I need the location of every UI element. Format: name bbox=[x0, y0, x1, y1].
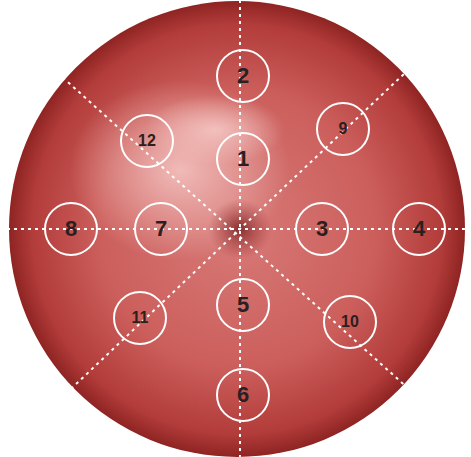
sample-circle: 1 bbox=[216, 132, 270, 186]
sample-circle: 2 bbox=[216, 49, 270, 103]
sample-circle: 11 bbox=[113, 291, 167, 345]
sample-circle: 8 bbox=[44, 202, 98, 256]
sample-circle: 7 bbox=[134, 202, 188, 256]
sample-circle: 12 bbox=[120, 114, 174, 168]
sample-circle: 9 bbox=[316, 102, 370, 156]
zone-number: 12 bbox=[138, 133, 156, 149]
zone-number: 8 bbox=[65, 218, 77, 240]
zone-number: 1 bbox=[237, 148, 249, 170]
zone-number: 5 bbox=[237, 294, 249, 316]
zone-number: 11 bbox=[132, 310, 149, 326]
sample-circle: 10 bbox=[323, 295, 377, 349]
zone-number: 7 bbox=[155, 218, 167, 240]
zone-number: 6 bbox=[237, 384, 249, 406]
zone-number: 10 bbox=[341, 314, 359, 330]
reflex-highlight bbox=[70, 80, 290, 260]
sample-circle: 6 bbox=[216, 368, 270, 422]
zone-number: 9 bbox=[339, 121, 348, 137]
zone-number: 4 bbox=[413, 218, 425, 240]
zone-number: 2 bbox=[237, 65, 249, 87]
sample-circle: 3 bbox=[295, 202, 349, 256]
zone-number: 3 bbox=[316, 218, 328, 240]
sample-circle: 5 bbox=[216, 278, 270, 332]
reflex-highlight bbox=[145, 95, 285, 165]
sample-circle: 4 bbox=[392, 202, 446, 256]
